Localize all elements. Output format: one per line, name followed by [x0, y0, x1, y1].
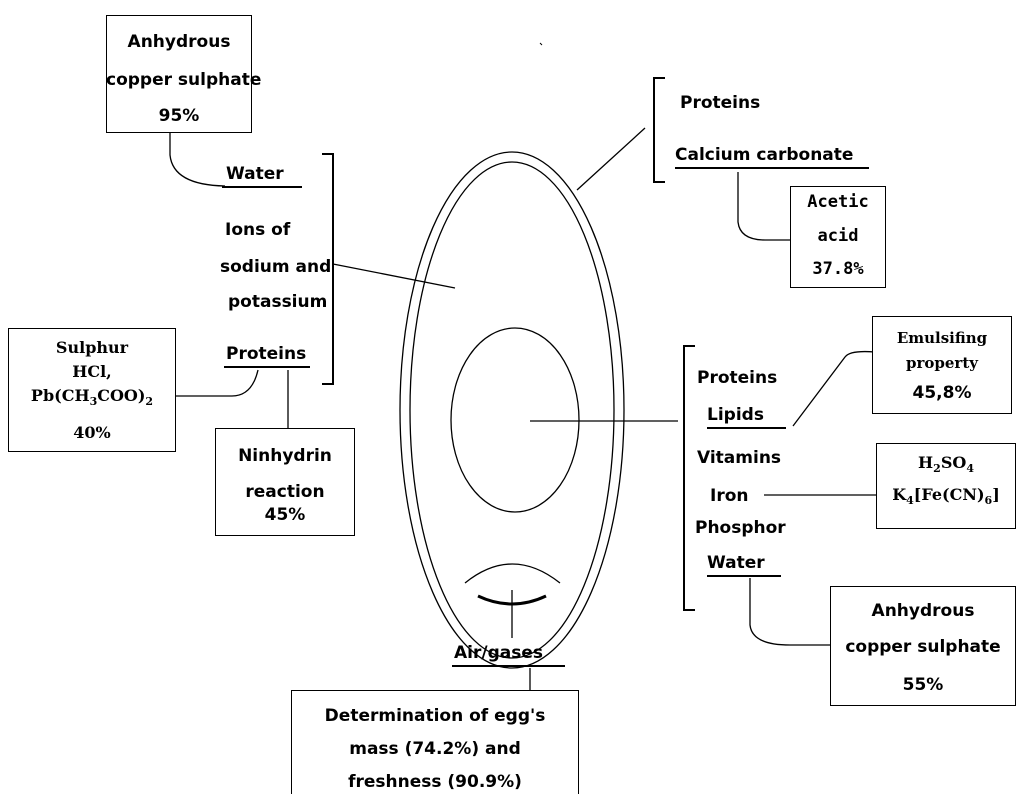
white-pointer: [332, 263, 456, 289]
ninhydrin-test-result: 45%: [264, 505, 306, 525]
sulphur-test-line3: Pb(CH3COO)2: [30, 386, 154, 409]
air-test-line2: mass (74.2%) and: [349, 739, 521, 759]
acetic-acid-line1: Acetic: [807, 192, 869, 212]
yolk-water-test-result: 55%: [902, 675, 944, 695]
iron-reagent-line1: H2SO4: [918, 453, 974, 476]
white-water-test-line2: copper sulphate: [106, 70, 262, 90]
yolk-lipids-label: Lipids: [707, 407, 786, 429]
sulphur-test-connector: [175, 369, 259, 397]
sulphur-test-line2: HCl,: [72, 362, 112, 381]
white-bracket: [322, 153, 334, 385]
emulsifing-line2: property: [906, 354, 978, 372]
white-proteins-label: Proteins: [224, 346, 311, 368]
white-ions-line2: sodium and: [220, 257, 332, 277]
yolk-phosphor-label: Phosphor: [695, 518, 786, 538]
air-gases-label: Air/gases: [452, 645, 565, 667]
yolk-water-label: Water: [707, 555, 781, 577]
yolk-vitamins-label: Vitamins: [697, 448, 782, 468]
iron-test-box: [876, 443, 1016, 529]
ninhydrin-test-box: [215, 428, 355, 536]
emulsifing-test-box: [872, 316, 1012, 414]
egg-shell-inner: [409, 161, 615, 659]
acetic-acid-box: [790, 186, 886, 288]
sulphur-test-box: [8, 328, 176, 452]
acetic-acid-connector: [737, 172, 790, 241]
sulphur-test-line1: Sulphur: [55, 338, 129, 357]
white-water-test-box: [106, 15, 252, 133]
yolk-proteins-label: Proteins: [697, 368, 778, 388]
shell-calcium-carbonate-label: Calcium carbonate: [675, 147, 870, 169]
yolk-water-test-line2: copper sulphate: [845, 637, 1001, 657]
iron-reagent-line2: K4[Fe(CN)6]: [892, 485, 1000, 508]
yolk-iron-label: Iron: [710, 486, 749, 506]
yolk-water-test-box: [830, 586, 1016, 706]
air-test-line3: freshness (90.9%): [348, 772, 522, 792]
shell-pointer: [576, 127, 646, 191]
ninhydrin-test-line1: Ninhydrin: [238, 446, 332, 466]
white-ions-line3: potassium: [228, 292, 328, 312]
acetic-acid-result: 37.8%: [812, 259, 864, 279]
egg-yolk: [450, 327, 580, 513]
yolk-water-test-line1: Anhydrous: [871, 601, 975, 621]
shell-proteins-label: Proteins: [680, 93, 761, 113]
sulphur-test-result: 40%: [73, 423, 111, 442]
air-test-box: [291, 690, 579, 794]
stray-mark: [539, 42, 543, 46]
yolk-bracket: [683, 345, 695, 611]
white-water-label: Water: [222, 166, 302, 188]
water-test-connector: [169, 133, 226, 187]
air-cell-boundary: [464, 563, 561, 584]
ninhydrin-test-line2: reaction: [245, 482, 325, 502]
white-ions-line1: Ions of: [225, 220, 291, 240]
air-test-line1: Determination of egg's: [324, 706, 546, 726]
egg-shell-outer: [399, 151, 625, 669]
white-water-test-line1: Anhydrous: [127, 32, 231, 52]
yolk-water-connector: [749, 578, 830, 646]
emulsifing-connector: [792, 350, 876, 427]
emulsifing-result: 45,8%: [912, 383, 972, 403]
white-water-test-result: 95%: [158, 106, 200, 126]
shell-bracket: [653, 77, 665, 183]
acetic-acid-line2: acid: [817, 226, 859, 246]
emulsifing-line1: Emulsifing: [896, 329, 988, 347]
